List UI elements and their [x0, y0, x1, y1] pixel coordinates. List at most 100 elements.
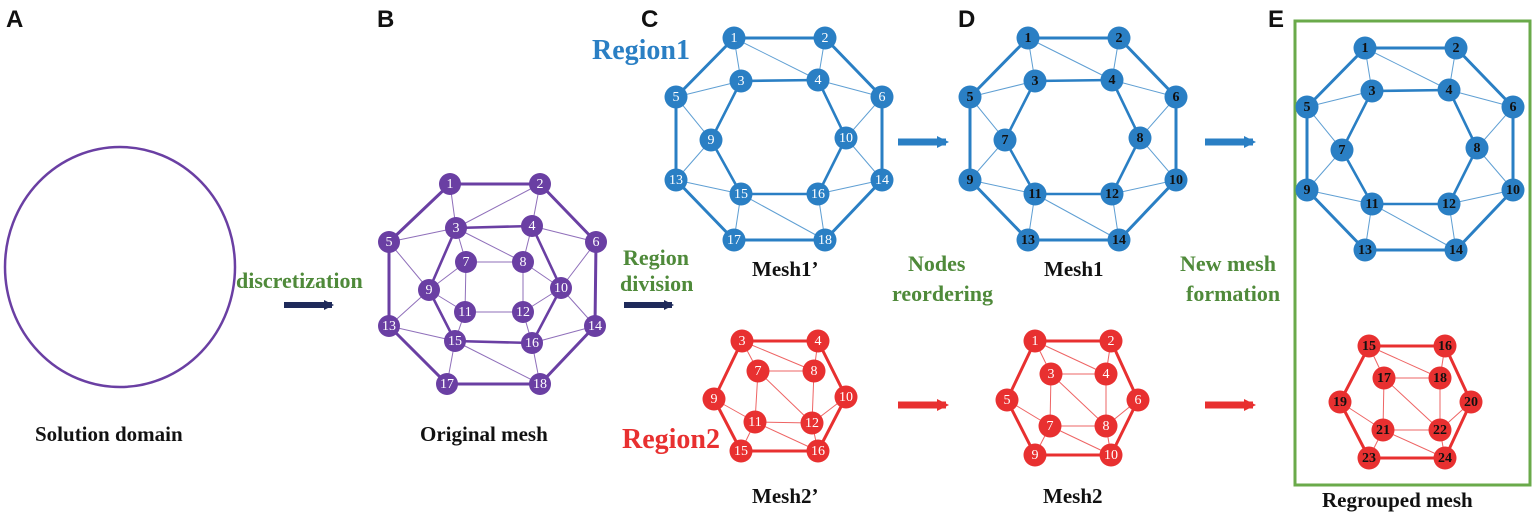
regroup1-edge [1371, 203, 1457, 251]
original-node-label: 15 [448, 334, 462, 349]
regroup1-edge [1305, 188, 1367, 252]
mesh1-node [1107, 228, 1131, 252]
regroup2-node-label: 16 [1438, 339, 1452, 354]
mesh1-node-label: 2 [1116, 31, 1123, 46]
mesh1p-node [664, 168, 688, 192]
mesh2p-node-label: 3 [739, 334, 746, 349]
regroup1-node [1353, 36, 1377, 60]
regroup2-node-label: 22 [1433, 423, 1447, 438]
regroup2-edge [1383, 377, 1441, 431]
mesh2-node [1094, 362, 1118, 386]
original-node [585, 231, 607, 253]
caption-mesh1-prime: Mesh1’ [752, 257, 819, 281]
original-node [454, 301, 476, 323]
regroup1-node [1501, 178, 1525, 202]
regroup1-node [1437, 192, 1461, 216]
mesh1p-node-label: 14 [875, 173, 889, 188]
mesh1-node [1023, 69, 1047, 93]
mesh1-node-label: 3 [1032, 74, 1039, 89]
original-node [512, 301, 534, 323]
original-node-label: 6 [593, 235, 600, 250]
original-edge [538, 324, 597, 386]
mesh1p-node-label: 3 [738, 74, 745, 89]
mesh1-node [958, 85, 982, 109]
mesh1p-node [834, 126, 858, 150]
regroup1-node [1501, 95, 1525, 119]
mesh1p-edge [674, 36, 736, 99]
mesh2-node-label: 5 [1004, 393, 1011, 408]
regroup1-node [1295, 178, 1319, 202]
step-new-mesh-line2: formation [1186, 281, 1280, 306]
mesh1-node-label: 1 [1025, 31, 1032, 46]
mesh1-node [1100, 182, 1124, 206]
mesh2-edge [1034, 340, 1107, 375]
regrouped-frame [1293, 19, 1532, 487]
mesh1-edge [968, 36, 1030, 99]
mesh2p-edge [741, 340, 815, 372]
regroup1-node [1353, 238, 1377, 262]
regroup2-node [1433, 334, 1457, 358]
mesh2-node-label: 10 [1104, 448, 1118, 463]
regroup2-node [1433, 446, 1457, 470]
mesh2p-node-label: 4 [815, 334, 822, 349]
original-node [521, 332, 543, 354]
mesh1-node [993, 128, 1017, 152]
mesh1-node [1100, 68, 1124, 92]
original-edge [455, 183, 541, 229]
mesh2p-node [702, 387, 726, 411]
original-node-label: 5 [386, 235, 393, 250]
mesh1p-node-label: 18 [818, 233, 832, 248]
regroup1-node [1465, 136, 1489, 160]
mesh2p-edge [757, 370, 813, 424]
regroup2-node [1459, 390, 1483, 414]
regroup2-node [1371, 418, 1395, 442]
regroup2-node-label: 15 [1362, 339, 1376, 354]
regroup2-edge [1368, 345, 1441, 379]
mesh2p-node-label: 11 [748, 415, 761, 430]
original-node-label: 13 [382, 319, 396, 334]
regroup2-node [1328, 390, 1352, 414]
mesh1-node-label: 10 [1169, 173, 1183, 188]
original-node-label: 7 [463, 255, 470, 270]
regroup1-node-label: 7 [1339, 143, 1346, 158]
mesh2-node [1099, 329, 1123, 353]
mesh2p-node [730, 329, 754, 353]
mesh2p-node [800, 411, 824, 435]
mesh1p-node [729, 182, 753, 206]
mesh2-node-label: 9 [1032, 448, 1039, 463]
original-node-label: 2 [537, 177, 544, 192]
mesh1p-node-label: 13 [669, 173, 683, 188]
step-nodes-reordering-line2: reordering [892, 281, 993, 306]
panel-letter-e: E [1268, 6, 1284, 33]
mesh2p-node-label: 12 [805, 416, 819, 431]
regroup1-edge [1364, 47, 1450, 91]
mesh1p-node-label: 6 [879, 90, 886, 105]
mesh2-node-label: 7 [1047, 419, 1054, 434]
mesh1-node-label: 12 [1105, 187, 1119, 202]
mesh1-node [1016, 228, 1040, 252]
original-node-label: 4 [529, 219, 536, 234]
original-edge [530, 224, 563, 290]
regroup1-edge [1454, 46, 1515, 109]
mesh1p-node-label: 15 [734, 187, 748, 202]
regroup2-node [1428, 418, 1452, 442]
mesh1p-node [699, 128, 723, 152]
mesh1-node-label: 6 [1173, 90, 1180, 105]
regroup1-node-label: 1 [1362, 41, 1369, 56]
panel-letter-a: A [6, 6, 23, 33]
original-node-label: 1 [447, 177, 454, 192]
step-discretization: discretization [236, 268, 363, 293]
regroup1-node [1330, 138, 1354, 162]
mesh2p-edge [754, 421, 819, 452]
mesh2-node-label: 3 [1048, 367, 1055, 382]
mesh1p-node-label: 5 [673, 90, 680, 105]
original-node-label: 11 [458, 305, 471, 320]
mesh1p-node-label: 16 [811, 187, 825, 202]
mesh1-node [1023, 182, 1047, 206]
original-edge [593, 240, 598, 328]
mesh1-node-label: 13 [1021, 233, 1035, 248]
